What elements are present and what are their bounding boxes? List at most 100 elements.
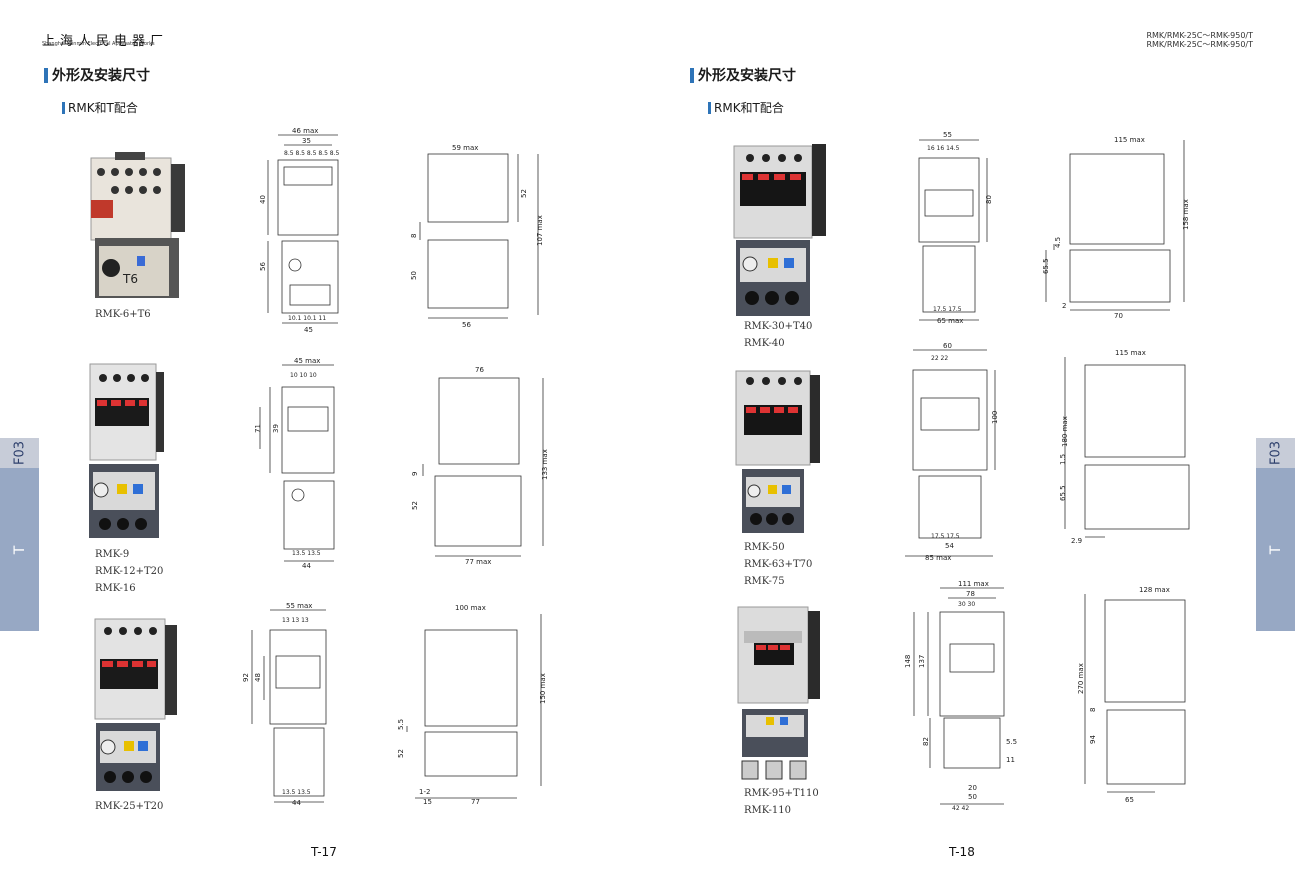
svg-text:10.1 10.1 11: 10.1 10.1 11 xyxy=(288,315,326,322)
svg-text:50: 50 xyxy=(410,271,418,280)
svg-text:11: 11 xyxy=(1006,756,1015,764)
svg-text:17.5 17.5: 17.5 17.5 xyxy=(933,306,962,313)
model-line-2: RMK/RMK-25C～RMK-950/T xyxy=(1146,40,1253,49)
subtitle-right: RMK和T配合 xyxy=(708,99,784,116)
side-drawing-rmk6: 59 max 52 8 50 107 max 56 xyxy=(410,144,544,329)
brand-cn: 上海人民电器厂 xyxy=(42,34,169,49)
svg-text:115 max: 115 max xyxy=(1115,349,1146,357)
svg-text:100 max: 100 max xyxy=(455,604,486,612)
svg-text:92: 92 xyxy=(242,673,250,682)
caption-rmk6: RMK-6+T6 xyxy=(95,309,151,320)
svg-text:65 max: 65 max xyxy=(937,317,963,325)
caption-rmk30: RMK-30+T40 RMK-40 xyxy=(744,321,813,349)
svg-text:78: 78 xyxy=(966,590,975,598)
caption-rmk95: RMK-95+T110 RMK-110 xyxy=(744,788,819,816)
svg-text:56: 56 xyxy=(259,262,267,271)
svg-text:4.5: 4.5 xyxy=(1054,237,1062,248)
svg-text:137: 137 xyxy=(918,655,926,668)
svg-text:1-2: 1-2 xyxy=(419,788,430,796)
svg-text:44: 44 xyxy=(302,562,311,570)
front-drawing-rmk30: 55 16 16 14.5 80 17.5 17.5 65 max xyxy=(918,131,993,325)
product-photo-rmk30 xyxy=(733,144,826,316)
svg-text:70: 70 xyxy=(1114,312,1123,320)
brand-en: Shanghai Renmin Electrical Apparatus Wor… xyxy=(42,41,155,47)
product-photo-rmk9 xyxy=(89,363,164,538)
svg-text:5.5: 5.5 xyxy=(397,719,405,730)
svg-text:111 max: 111 max xyxy=(958,580,989,588)
front-drawing-rmk25: 55 max 13 13 13 92 48 13.5 13.5 44 xyxy=(242,602,327,807)
product-label-t6: T6 xyxy=(122,272,138,286)
svg-text:80: 80 xyxy=(985,195,993,204)
svg-text:30 30: 30 30 xyxy=(958,601,975,608)
svg-text:55 max: 55 max xyxy=(286,602,312,610)
svg-text:13.5 13.5: 13.5 13.5 xyxy=(282,789,311,796)
page-number-left: T-17 xyxy=(311,845,337,859)
svg-text:8: 8 xyxy=(410,234,418,238)
svg-text:5.5: 5.5 xyxy=(1006,738,1017,746)
front-drawing-rmk6: 46 max 35 8.5 8.5 8.5 8.5 8.5 40 56 10.1… xyxy=(259,127,340,334)
svg-text:65.5: 65.5 xyxy=(1059,485,1067,501)
svg-text:40: 40 xyxy=(259,195,267,204)
product-photo-rmk25 xyxy=(94,618,177,791)
svg-text:52: 52 xyxy=(411,501,419,510)
svg-text:52: 52 xyxy=(397,749,405,758)
side-drawing-rmk50: 115 max 1.5 65.5 180 max 2.9 xyxy=(1059,349,1190,545)
svg-text:85 max: 85 max xyxy=(925,554,951,562)
front-drawing-rmk9: 45 max 10 10 10 39 71 13.5 13.5 44 xyxy=(254,357,335,570)
svg-text:17.5 17.5: 17.5 17.5 xyxy=(931,533,960,540)
svg-text:77: 77 xyxy=(471,798,480,806)
svg-text:2: 2 xyxy=(1062,302,1066,310)
model-line-1: RMK/RMK-25C～RMK-950/T xyxy=(1146,31,1253,40)
svg-text:13.5 13.5: 13.5 13.5 xyxy=(292,550,321,557)
svg-text:2.9: 2.9 xyxy=(1071,537,1082,545)
svg-text:20: 20 xyxy=(968,784,977,792)
side-drawing-rmk30: 115 max 4.5 65.5 158 max 2 70 xyxy=(1042,136,1190,320)
svg-text:1.5: 1.5 xyxy=(1059,454,1067,465)
svg-text:71: 71 xyxy=(254,424,262,433)
svg-text:54: 54 xyxy=(945,542,954,550)
side-tab-right: F03 T xyxy=(1256,438,1295,631)
svg-text:15: 15 xyxy=(423,798,432,806)
section-title-left: 外形及安装尺寸 xyxy=(44,65,150,85)
page-number-right: T-18 xyxy=(949,845,975,859)
front-drawing-rmk95: 111 max 78 30 30 148 137 82 5.5 11 20 50… xyxy=(904,580,1017,812)
svg-text:45 max: 45 max xyxy=(294,357,320,365)
svg-text:133 max: 133 max xyxy=(541,449,549,480)
svg-text:44: 44 xyxy=(292,799,301,807)
svg-text:35: 35 xyxy=(302,137,311,145)
svg-text:45: 45 xyxy=(304,326,313,334)
svg-text:22 22: 22 22 xyxy=(931,355,948,362)
caption-rmk50: RMK-50 RMK-63+T70 RMK-75 xyxy=(744,542,813,587)
svg-text:13 13 13: 13 13 13 xyxy=(282,617,309,624)
svg-text:52: 52 xyxy=(520,189,528,198)
svg-text:10 10 10: 10 10 10 xyxy=(290,372,317,379)
side-drawing-rmk95: 128 max 8 94 270 max 65 xyxy=(1077,586,1186,804)
svg-text:100: 100 xyxy=(991,411,999,424)
svg-text:270 max: 270 max xyxy=(1077,663,1085,694)
svg-text:82: 82 xyxy=(922,737,930,746)
subtitle-left: RMK和T配合 xyxy=(62,99,138,116)
svg-text:180 max: 180 max xyxy=(1061,416,1069,447)
product-photo-rmk50 xyxy=(735,370,820,533)
svg-text:16 16 14.5: 16 16 14.5 xyxy=(927,145,960,152)
caption-rmk9: RMK-9 RMK-12+T20 RMK-16 xyxy=(95,549,164,594)
svg-text:55: 55 xyxy=(943,131,952,139)
svg-text:77 max: 77 max xyxy=(465,558,491,566)
product-photo-rmk95 xyxy=(737,606,820,780)
svg-text:46 max: 46 max xyxy=(292,127,318,135)
section-title-right: 外形及安装尺寸 xyxy=(690,65,796,85)
svg-text:59 max: 59 max xyxy=(452,144,478,152)
svg-text:115 max: 115 max xyxy=(1114,136,1145,144)
product-photo-rmk6: T6 xyxy=(90,152,185,298)
caption-rmk25: RMK-25+T20 xyxy=(95,801,164,812)
svg-text:8: 8 xyxy=(1089,708,1097,712)
svg-text:50: 50 xyxy=(968,793,977,801)
svg-text:128 max: 128 max xyxy=(1139,586,1170,594)
svg-text:39: 39 xyxy=(272,424,280,433)
svg-text:76: 76 xyxy=(475,366,484,374)
side-drawing-rmk9: 76 9 52 133 max 77 max xyxy=(411,366,549,566)
svg-text:107 max: 107 max xyxy=(536,215,544,246)
svg-text:42 42: 42 42 xyxy=(952,805,969,812)
svg-text:48: 48 xyxy=(254,673,262,682)
side-drawing-rmk25: 100 max 5.5 52 150 max 1-2 15 77 xyxy=(397,604,547,806)
